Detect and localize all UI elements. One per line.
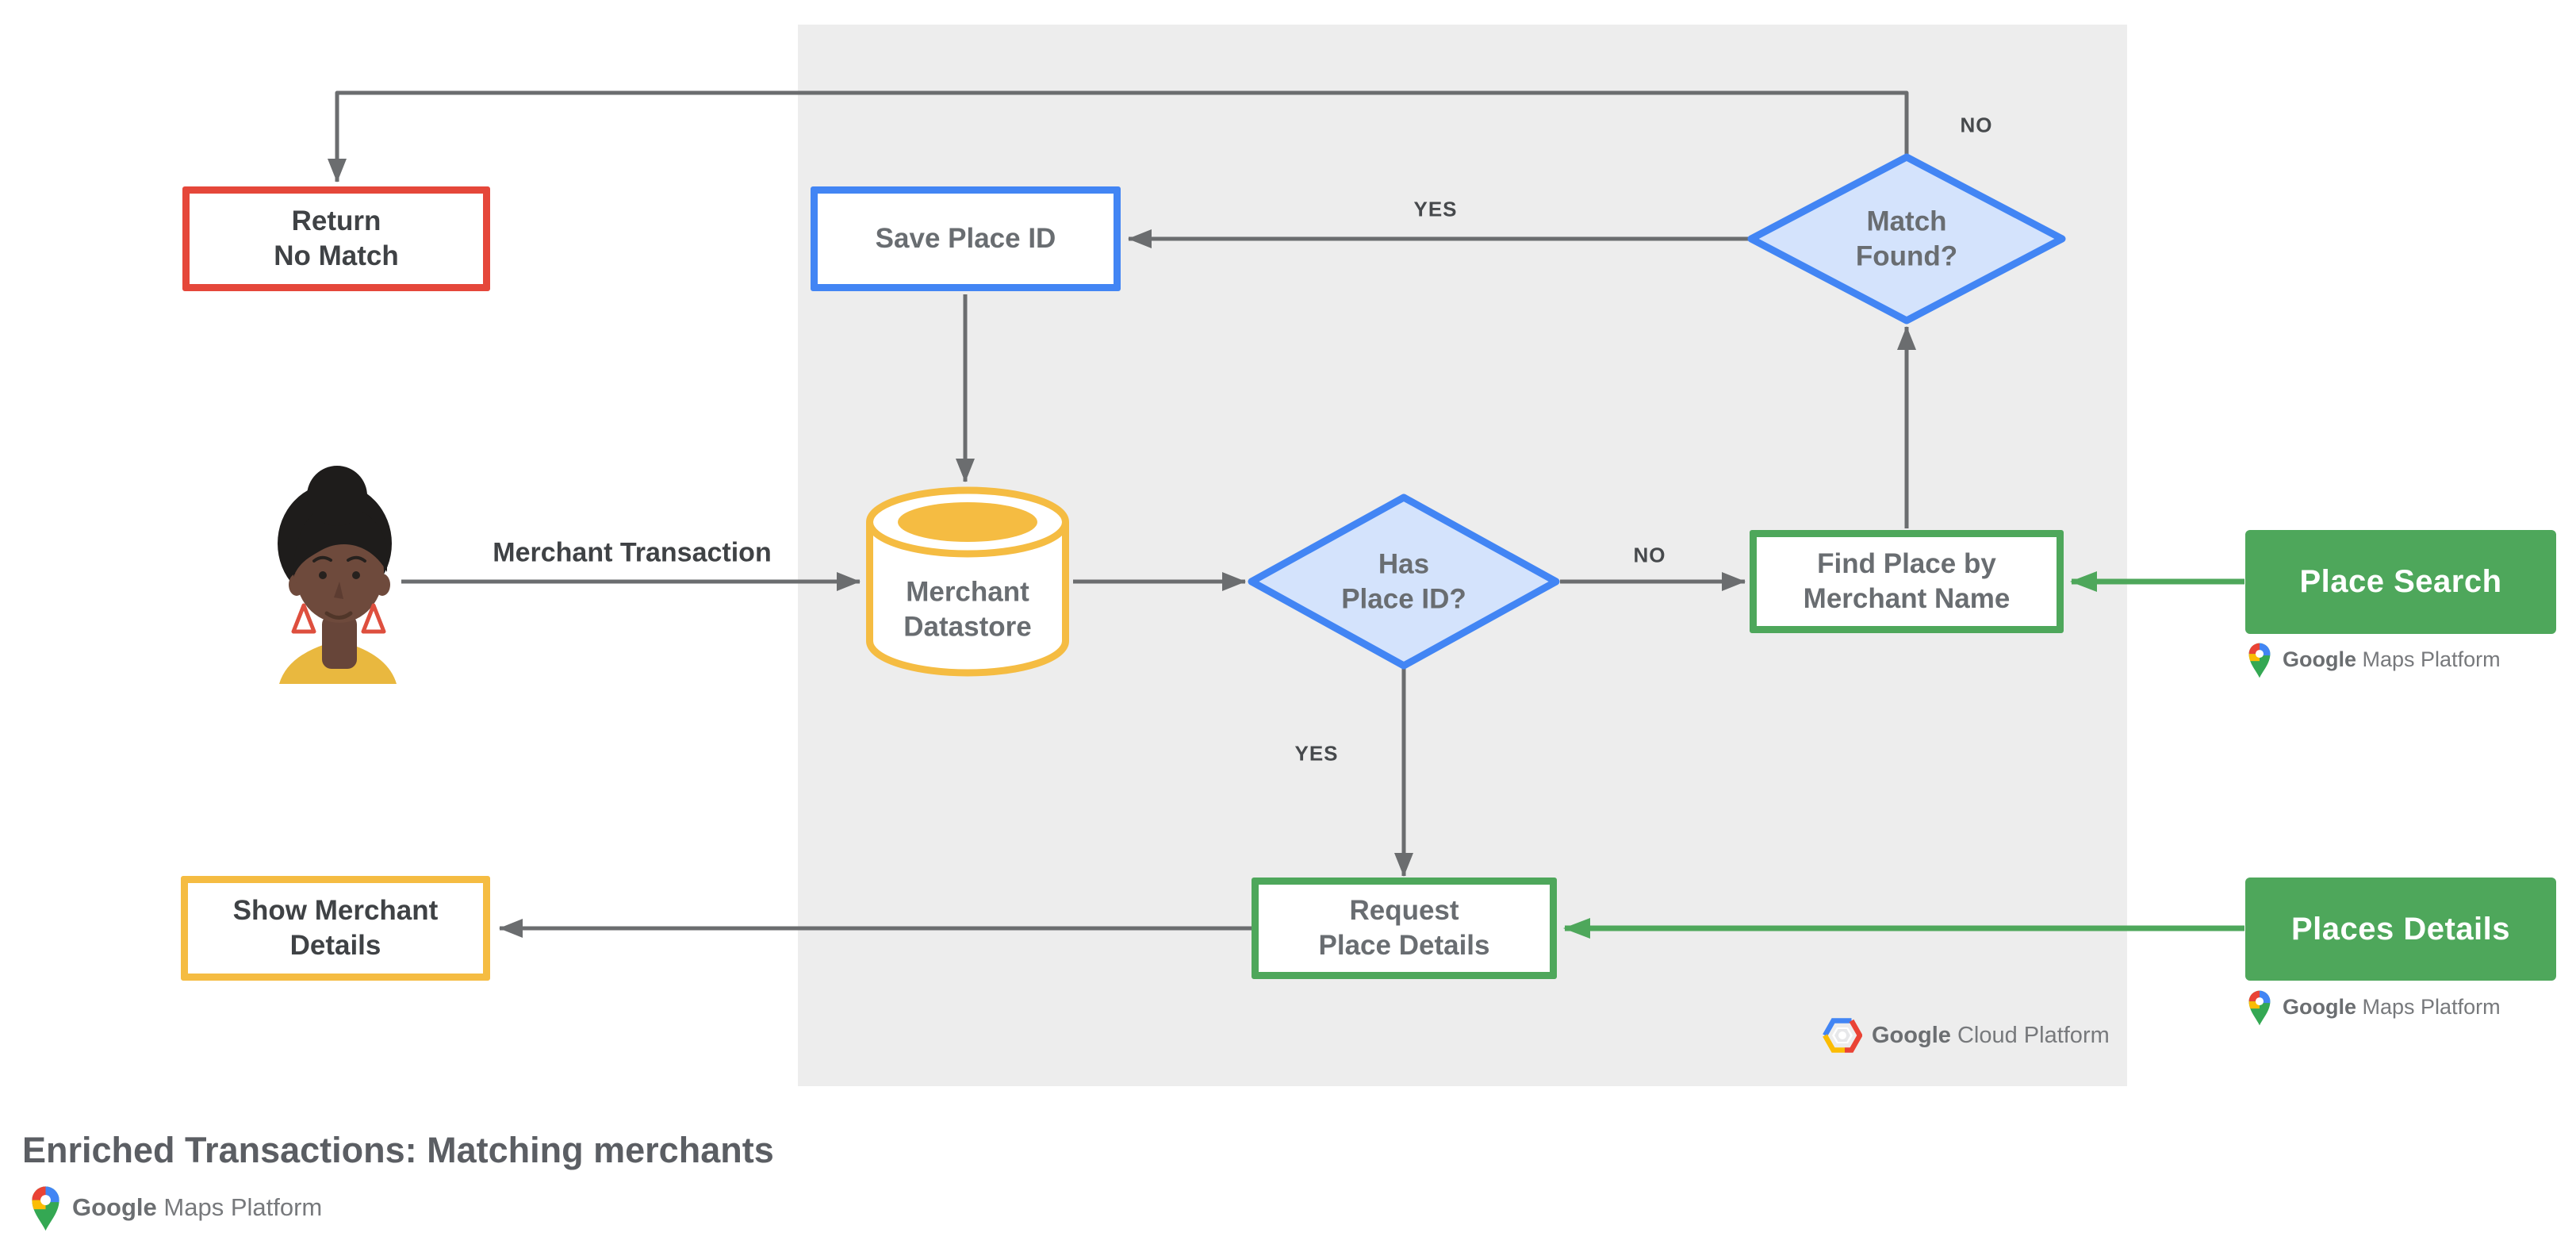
gmp-wordmark: Google Maps Platform — [72, 1193, 323, 1221]
has-place-id-no-label: NO — [1633, 543, 1666, 567]
merchant-datastore-cylinder — [866, 486, 1069, 677]
connector-match-found-no — [328, 90, 1909, 182]
google-maps-pin-icon — [29, 1184, 63, 1231]
node-return-no-match: Return No Match — [182, 186, 490, 291]
google-maps-pin-icon — [2246, 989, 2273, 1026]
match-found-diamond — [1747, 153, 2066, 325]
has-place-id-label: Has Place ID? — [1341, 548, 1466, 614]
merchant-user-avatar — [278, 466, 397, 684]
node-show-merchant-details: Show Merchant Details — [181, 876, 490, 981]
has-place-id-diamond — [1248, 494, 1560, 670]
match-found-label: Match Found? — [1855, 205, 1958, 271]
gmp-lockup-places-details: Google Maps Platform — [2246, 989, 2501, 1026]
node-place-search-api: Place Search — [2245, 530, 2556, 634]
node-save-place-id: Save Place ID — [811, 186, 1121, 291]
match-found-yes-label: YES — [1413, 197, 1458, 221]
google-cloud-hexagon-icon — [1823, 1018, 1862, 1053]
gmp-lockup-footer: Google Maps Platform — [29, 1184, 322, 1231]
gmp-wordmark: Google Maps Platform — [2283, 995, 2501, 1019]
has-place-id-yes-label: YES — [1294, 741, 1339, 766]
gcp-lockup: Google Cloud Platform — [1823, 1018, 2110, 1053]
merchant-datastore-label: Merchant Datastore — [903, 576, 1032, 642]
gcp-wordmark: Google Cloud Platform — [1872, 1022, 2110, 1048]
page-title: Enriched Transactions: Matching merchant… — [22, 1130, 774, 1170]
merchant-transaction-label: Merchant Transaction — [493, 537, 772, 568]
node-places-details-api: Places Details — [2245, 878, 2556, 981]
google-maps-pin-icon — [2246, 641, 2273, 678]
match-found-no-label: NO — [1960, 113, 1993, 137]
node-find-place-by-merchant-name: Find Place by Merchant Name — [1750, 530, 2064, 633]
gmp-lockup-place-search: Google Maps Platform — [2246, 641, 2501, 678]
gmp-wordmark: Google Maps Platform — [2283, 647, 2501, 671]
node-request-place-details: Request Place Details — [1252, 878, 1557, 979]
